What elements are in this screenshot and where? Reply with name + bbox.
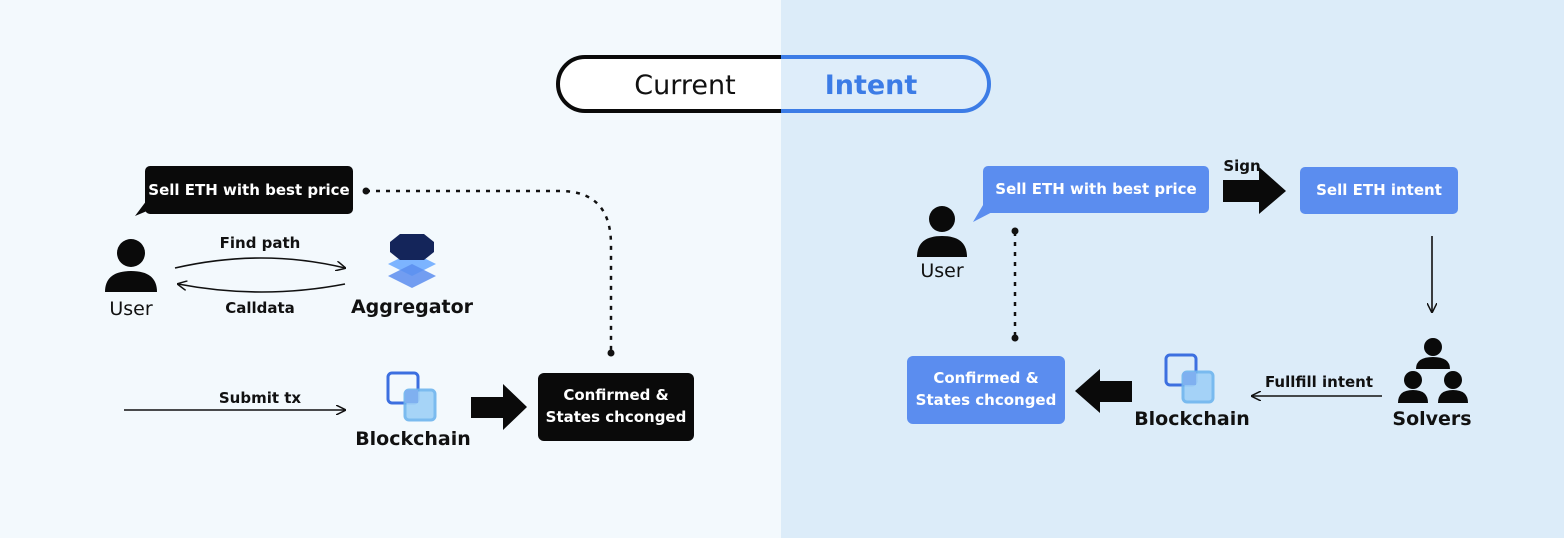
sign-label: Sign <box>1223 157 1261 175</box>
aggregator-label: Aggregator <box>350 296 474 318</box>
intent-confirmed-box: Confirmed & States chconged <box>907 356 1065 424</box>
current-user-label: User <box>109 298 153 320</box>
current-blockchain-label: Blockchain <box>355 428 471 450</box>
block-arrow-left <box>1075 369 1132 413</box>
toggle-intent-label[interactable]: Intent <box>824 70 918 101</box>
block-arrow-right <box>471 384 527 430</box>
dotted-link-end-dot <box>607 349 615 357</box>
intent-blockchain-label: Blockchain <box>1134 408 1250 430</box>
dotted-link-intent-bottom-dot <box>1011 334 1019 342</box>
current-speech-bubble: Sell ETH with best price <box>145 166 353 214</box>
group-icon <box>1398 338 1468 403</box>
layers-icon <box>388 234 436 288</box>
calldata-label: Calldata <box>225 299 295 317</box>
toggle-switch[interactable] <box>556 55 991 113</box>
linked-squares-icon <box>1164 353 1215 404</box>
calldata-arrow <box>178 284 346 293</box>
fulfill-label: Fullfill intent <box>1264 373 1374 391</box>
intent-confirmed-line1: Confirmed & <box>933 369 1039 387</box>
current-confirmed-line1: Confirmed & <box>563 386 669 404</box>
intent-speech-bubble: Sell ETH with best price <box>983 166 1209 213</box>
dotted-link-start-dot <box>362 187 370 195</box>
sign-block-arrow <box>1223 167 1286 214</box>
intent-box: Sell ETH intent <box>1300 167 1458 214</box>
submit-tx-label: Submit tx <box>218 389 302 407</box>
current-confirmed-box: Confirmed & States chconged <box>538 373 694 441</box>
user-icon <box>105 239 157 292</box>
find-path-label: Find path <box>219 234 301 252</box>
user-icon <box>917 206 967 257</box>
current-confirmed-line2: States chconged <box>545 408 687 426</box>
find-path-arrow <box>174 257 345 268</box>
toggle-current-label[interactable]: Current <box>634 70 736 101</box>
solvers-label: Solvers <box>1392 408 1472 430</box>
intent-user-label: User <box>920 260 964 282</box>
dotted-link-intent-top-dot <box>1011 227 1019 235</box>
linked-squares-icon <box>386 371 437 422</box>
intent-confirmed-line2: States chconged <box>915 391 1057 409</box>
